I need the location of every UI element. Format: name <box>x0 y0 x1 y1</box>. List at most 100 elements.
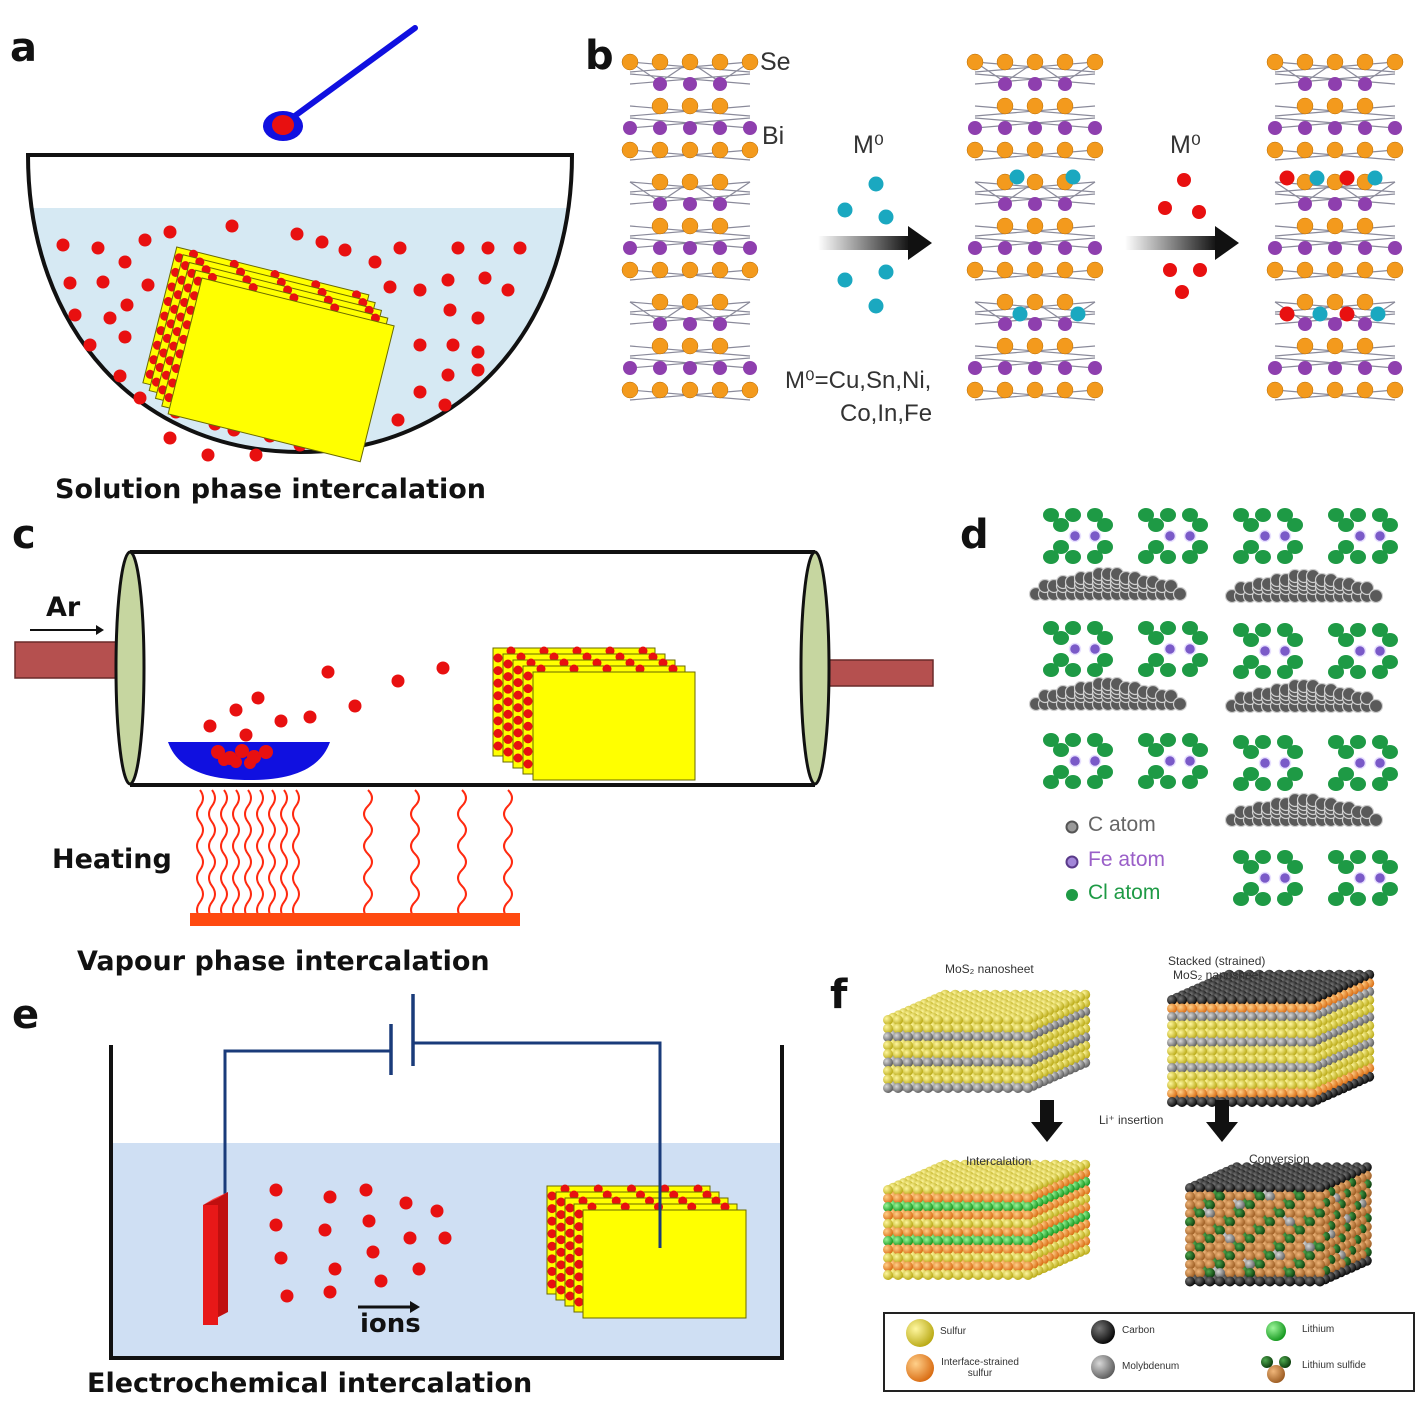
bi-atom <box>653 121 667 135</box>
heat-wave <box>196 789 204 919</box>
ion <box>513 690 523 700</box>
se-atom <box>1266 261 1284 279</box>
se-atom <box>1326 381 1344 399</box>
se-atom <box>711 261 729 279</box>
ion <box>569 664 579 674</box>
cl-atom <box>1097 631 1113 645</box>
cl-atom <box>1087 663 1103 677</box>
heating-label: Heating <box>52 844 172 875</box>
cl-atom <box>1065 621 1081 635</box>
ion <box>503 684 513 694</box>
ion <box>513 241 527 255</box>
se-atom <box>1056 293 1074 311</box>
se-atom <box>651 173 669 191</box>
cl-atom <box>1192 540 1208 554</box>
ion <box>513 753 523 763</box>
se-atom <box>1326 337 1344 355</box>
fe-atom <box>1163 529 1177 543</box>
se-atom <box>996 53 1014 71</box>
ion <box>503 697 513 707</box>
intercalated-atom-cyan <box>1367 170 1383 186</box>
se-atom <box>1356 53 1374 71</box>
atom <box>893 1083 903 1093</box>
ion <box>549 652 559 662</box>
ion <box>413 338 427 352</box>
metal-atom <box>1175 285 1189 299</box>
cl-atom <box>1182 508 1198 522</box>
c-atom <box>1163 578 1179 594</box>
ion <box>393 241 407 255</box>
se-atom <box>1026 261 1044 279</box>
se-atom <box>1266 141 1284 159</box>
panel-e-label: e <box>12 992 40 1038</box>
se-atom <box>741 381 759 399</box>
intercalated-atom-cyan <box>1012 306 1028 322</box>
cl-atom <box>1053 653 1069 667</box>
ion <box>438 398 452 412</box>
bi-atom <box>683 241 697 255</box>
ion <box>118 255 132 269</box>
se-atom <box>621 381 639 399</box>
ion <box>315 235 329 249</box>
se-atom <box>996 261 1014 279</box>
se-atom <box>1056 141 1074 159</box>
ion <box>523 684 533 694</box>
bi2se3-lattice-pristine <box>621 53 759 401</box>
ion <box>648 652 658 662</box>
heat-wave <box>292 789 300 919</box>
se-atom <box>1086 141 1104 159</box>
se-atom <box>711 97 729 115</box>
cl-atom <box>1097 518 1113 532</box>
se-atom <box>1056 53 1074 71</box>
bi-atom <box>683 317 697 331</box>
se-atom <box>681 53 699 71</box>
bi-atom <box>1058 241 1072 255</box>
cl-atom <box>1065 508 1081 522</box>
ion <box>658 658 668 668</box>
bi-atom <box>1088 241 1102 255</box>
ion <box>133 391 147 405</box>
bi-atom <box>1058 317 1072 331</box>
intercalated-atom-red <box>1279 170 1295 186</box>
intercalated-atom-red <box>1279 306 1295 322</box>
atom <box>923 1083 933 1093</box>
se-atom <box>1356 217 1374 235</box>
se-atom <box>996 337 1014 355</box>
se-atom <box>1296 217 1314 235</box>
se-atom <box>996 217 1014 235</box>
bi-atom <box>653 361 667 375</box>
cl-atom <box>1043 508 1059 522</box>
ion <box>478 271 492 285</box>
se-atom <box>621 141 639 159</box>
panel-a-label: a <box>10 25 37 71</box>
se-atom <box>1086 261 1104 279</box>
ion <box>523 721 533 731</box>
bi-label: Bi <box>762 122 785 150</box>
metal-atom <box>1177 173 1191 187</box>
heat-wave <box>363 789 373 919</box>
panel-d-label: d <box>960 512 989 558</box>
se-atom <box>711 53 729 71</box>
bi-atom <box>1358 121 1372 135</box>
panel-c-caption: Vapour phase intercalation <box>77 946 490 977</box>
se-atom <box>1386 53 1404 71</box>
ion <box>446 338 460 352</box>
se-atom <box>681 141 699 159</box>
se-atom <box>996 293 1014 311</box>
se-atom <box>741 261 759 279</box>
se-atom <box>966 53 984 71</box>
atom <box>1297 1097 1307 1107</box>
bi-atom <box>623 361 637 375</box>
se-atom <box>651 381 669 399</box>
cl-atom <box>1182 550 1198 564</box>
bi-atom <box>1268 121 1282 135</box>
bi-atom <box>1328 197 1342 211</box>
bi-atom <box>1088 361 1102 375</box>
se-atom <box>681 173 699 191</box>
ion <box>441 368 455 382</box>
inlet-pipe <box>14 641 134 679</box>
se-atom <box>1086 381 1104 399</box>
intercalation-model <box>883 1159 1091 1280</box>
heat-wave <box>232 789 240 919</box>
panel-b-label: b <box>585 33 614 79</box>
